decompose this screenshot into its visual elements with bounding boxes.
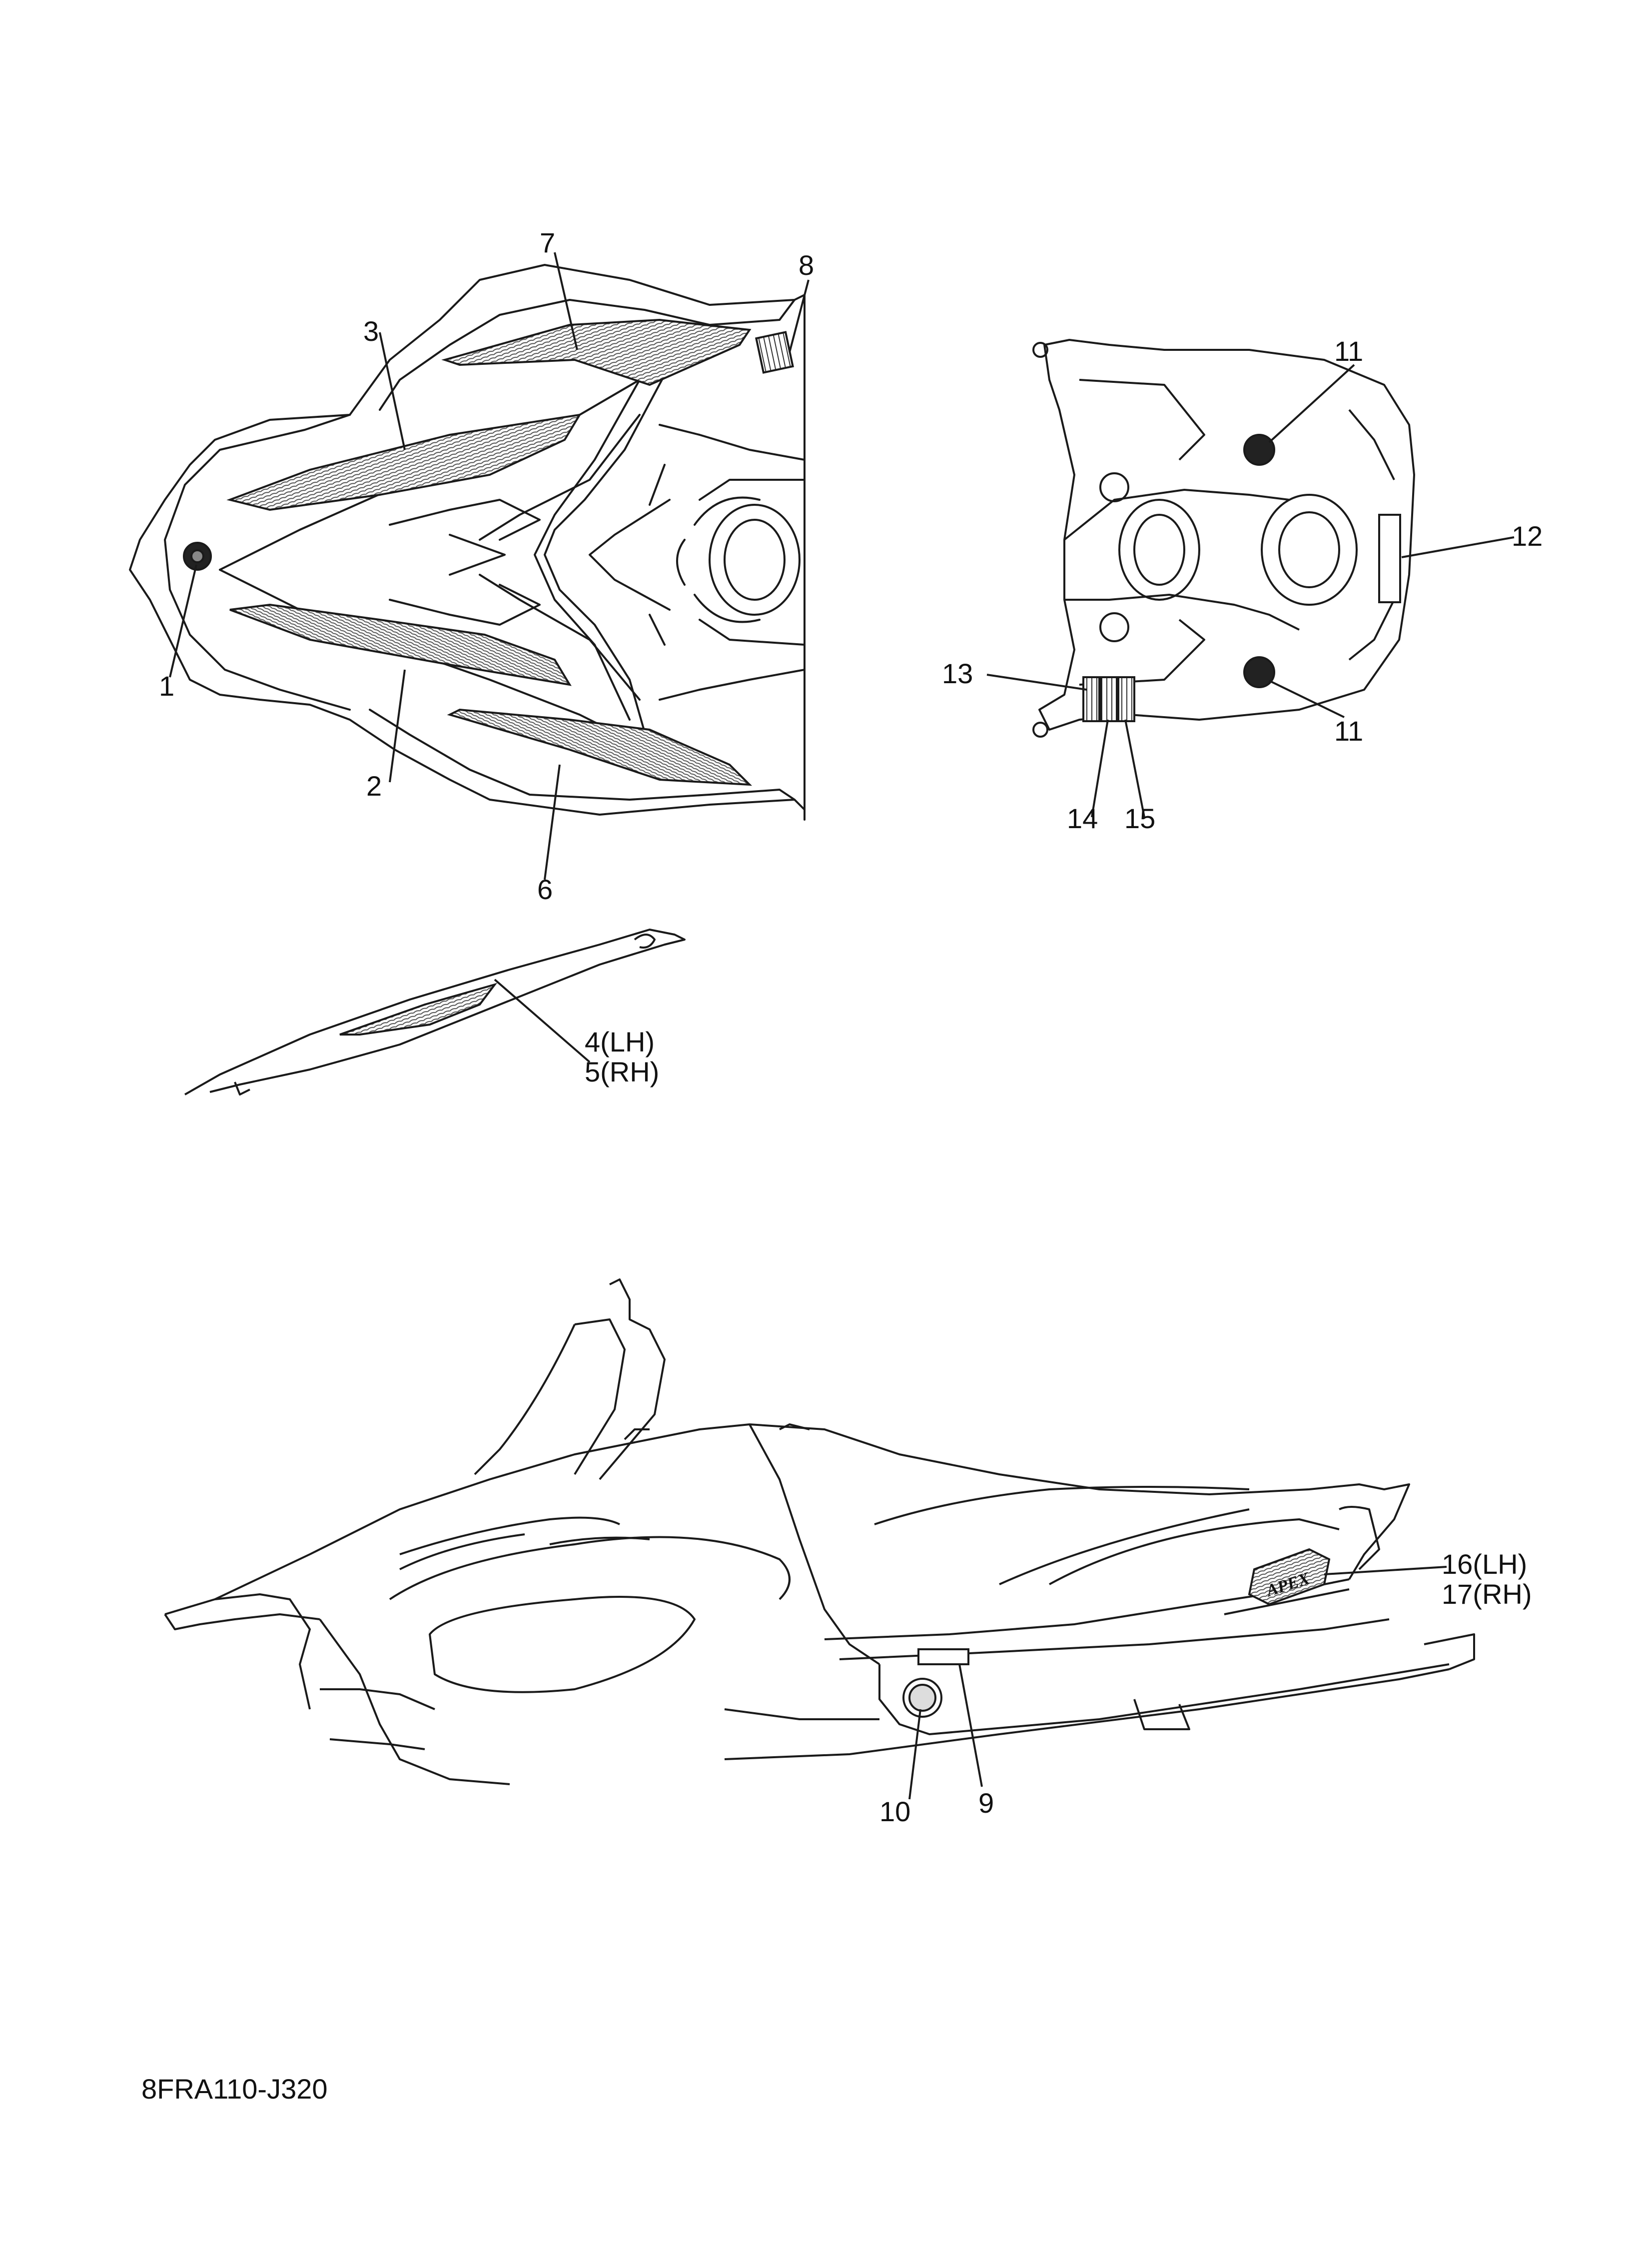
callout-6: 6 — [537, 874, 553, 905]
callout-1: 1 — [159, 670, 175, 702]
callout-13: 13 — [942, 658, 973, 689]
callout-14: 14 — [1067, 803, 1098, 834]
seat-top-view — [1032, 339, 1415, 738]
machine-side-decals — [902, 1548, 1331, 1718]
side-panel-decal — [339, 983, 498, 1036]
callout-11-bottom: 11 — [1334, 715, 1364, 747]
callout-2: 2 — [366, 770, 382, 802]
callout-12: 12 — [1512, 520, 1543, 552]
callout-7: 7 — [540, 227, 556, 258]
callout-16: 16(LH) — [1442, 1548, 1528, 1580]
callout-17: 17(RH) — [1442, 1578, 1532, 1610]
callout-9: 9 — [978, 1787, 994, 1819]
side-panel — [184, 929, 686, 1096]
figure-code: 8FRA110-J320 — [141, 2073, 328, 2105]
seat-decals — [1082, 434, 1401, 722]
leader-lines — [169, 252, 1515, 1800]
callout-4: 4(LH) — [585, 1026, 655, 1058]
callout-11-top: 11 — [1334, 335, 1364, 367]
hood-decals — [183, 318, 794, 786]
callout-3: 3 — [363, 315, 379, 347]
callout-10: 10 — [879, 1796, 911, 1827]
callout-8: 8 — [799, 249, 815, 281]
callout-15: 15 — [1124, 803, 1156, 834]
callout-5: 5(RH) — [585, 1056, 660, 1088]
machine-side-view — [164, 1278, 1475, 1785]
